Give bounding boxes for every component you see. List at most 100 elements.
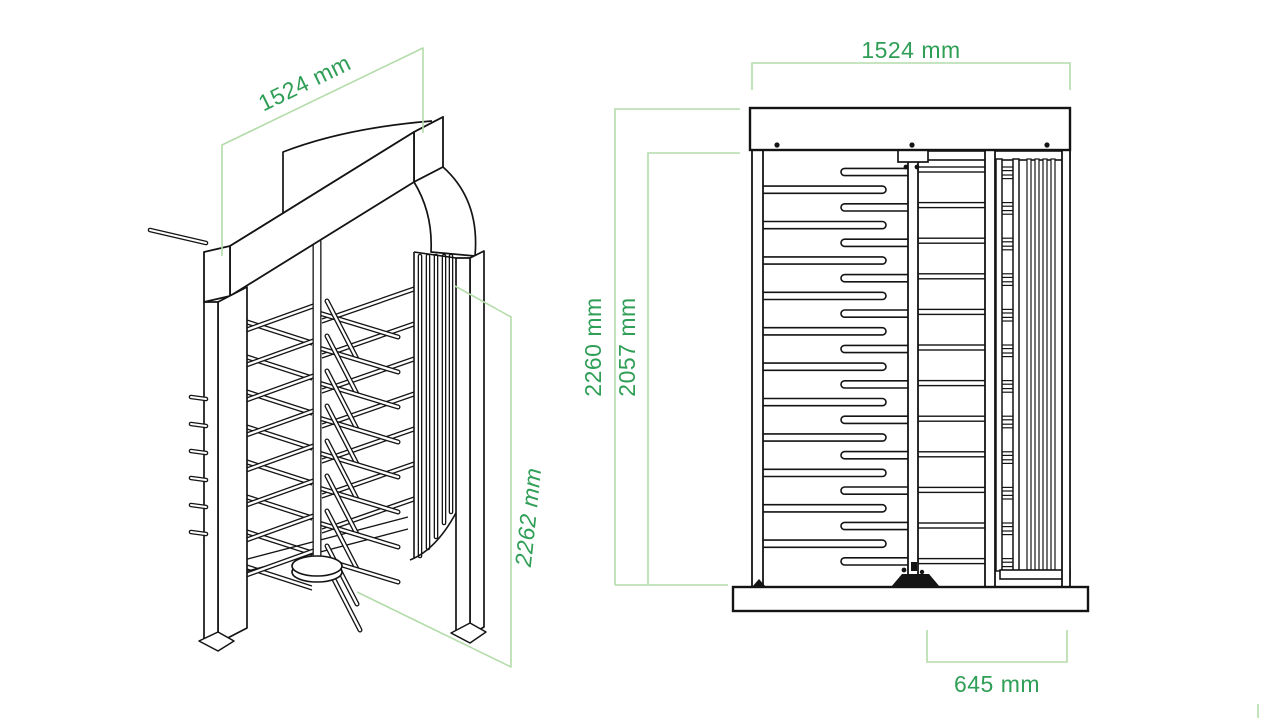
iso-rotor-arm-right [317,486,400,514]
iso-rotor-arm-left [236,443,318,475]
front-rotor-arm-long [756,503,887,513]
iso-rail [321,286,415,320]
iso-post-stub [190,477,207,481]
iso-rotor-arm-right [317,451,400,479]
iso-rotor-arm-left [236,303,318,335]
iso-rotor-arm-left [236,408,318,440]
iso-post-stub [190,450,207,454]
iso-rotor-arm-right [317,311,400,339]
iso-left-post-foot [198,631,235,652]
front-header-screws [774,142,1050,148]
dim-front-total-height: 2260 mm [580,108,740,585]
front-middle-rail [917,379,991,387]
dim-front-frame-height-label: 2057 mm [614,297,640,396]
iso-rotor-arm-left [236,478,318,510]
front-left-post [751,149,764,588]
iso-right-post-foot [450,622,487,644]
front-rotor-arm-long [756,468,887,478]
iso-post-stub [190,423,207,427]
iso-rotor-arm-front [325,509,359,571]
front-middle-post [984,149,996,588]
front-base-plate [731,585,1090,613]
iso-rail [321,356,415,390]
front-middle-rail [917,415,991,422]
front-vertical-bar [1050,158,1056,571]
iso-top-beam [203,116,444,303]
iso-rotor-arm-right [317,416,400,444]
iso-left-post [198,286,248,652]
front-middle-rail [917,201,991,209]
iso-left-post-stubs [188,394,209,537]
iso-rotor-foot [291,555,343,583]
front-middle-rail [917,557,991,565]
iso-view: 1524 mm 2262 mm [147,47,546,668]
front-vertical-bar [1034,158,1040,571]
front-rotor-arm-short [840,309,913,318]
front-rotor-arm-short [840,167,913,177]
iso-rotor-arm-left [236,548,318,580]
iso-rotor-arm-right [317,521,400,549]
front-rotor-arm-short [840,521,913,531]
iso-rotor-arm-front [325,544,359,606]
dim-iso-width-label: 1524 mm [254,49,355,116]
front-rotor-arm-long [756,185,887,195]
front-rotor-arm-short [840,238,913,248]
front-rotor-arm-short [840,450,913,460]
iso-canopy-left [282,120,433,213]
iso-rotor-arm-right [317,381,400,409]
front-rotor-arm-short [840,203,913,212]
front-rotor-arm-long [756,326,887,336]
front-ladder-post [995,158,1003,572]
front-header-box [748,106,1072,152]
front-rotor-arm-long [756,433,887,442]
front-rotor-arm-short [840,415,913,425]
iso-rotor-arm-front [325,334,359,396]
iso-protruding-bar [147,227,209,246]
front-middle-rail [917,344,991,351]
iso-right-post [450,250,487,644]
front-rotor-arm-short [840,486,913,495]
front-middle-rail [917,237,991,244]
front-elevation-view: 1524 mm 2260 mm 2057 mm 645 mm [580,37,1090,697]
dim-front-frame-height: 2057 mm [614,152,740,586]
front-rotor-bottom-bracket [891,562,940,587]
front-vertical-bars [1026,158,1056,571]
front-rotor-arm-long [756,362,887,372]
iso-rail [321,391,415,425]
front-rotor-post [907,149,919,588]
front-middle-rail [917,522,991,529]
front-middle-rails [917,166,991,565]
front-header-screw [774,142,780,148]
dim-front-total-height-label: 2260 mm [580,297,606,396]
front-rotor-arm-long [756,539,887,549]
front-rotor-arm-short [840,273,913,283]
dim-front-passage-width-label: 645 mm [954,671,1040,697]
iso-rotor-arm-front [325,474,359,536]
iso-right-wall-bars [417,253,454,559]
iso-rotor-arm-left [236,338,318,370]
iso-rail [321,496,415,530]
iso-post-stub [190,504,207,508]
front-rotor-arm-long [756,220,887,230]
front-middle-rail [917,166,991,173]
front-middle-rail [917,273,991,280]
front-rotor-arms [756,167,913,566]
dim-front-width: 1524 mm [751,37,1071,90]
iso-rotor-arm-front [325,439,359,501]
iso-rail [321,461,415,495]
front-left-post-foot [752,579,766,587]
iso-rotor-arm-left [236,513,318,545]
front-rotor-arm-long [756,291,887,301]
front-header-screw [909,142,915,148]
iso-protruding-bar [149,229,207,244]
dim-front-passage-width: 645 mm [926,630,1068,697]
front-middle-rail [917,486,991,494]
front-right-post [1061,149,1071,588]
iso-post-stub [190,396,207,400]
front-rotor-arm-short [840,379,913,389]
front-middle-rail [917,308,991,316]
iso-rotor-arm-front [325,369,359,431]
front-rotor-arm-short [840,556,913,566]
front-rotor-arm-long [756,397,887,407]
